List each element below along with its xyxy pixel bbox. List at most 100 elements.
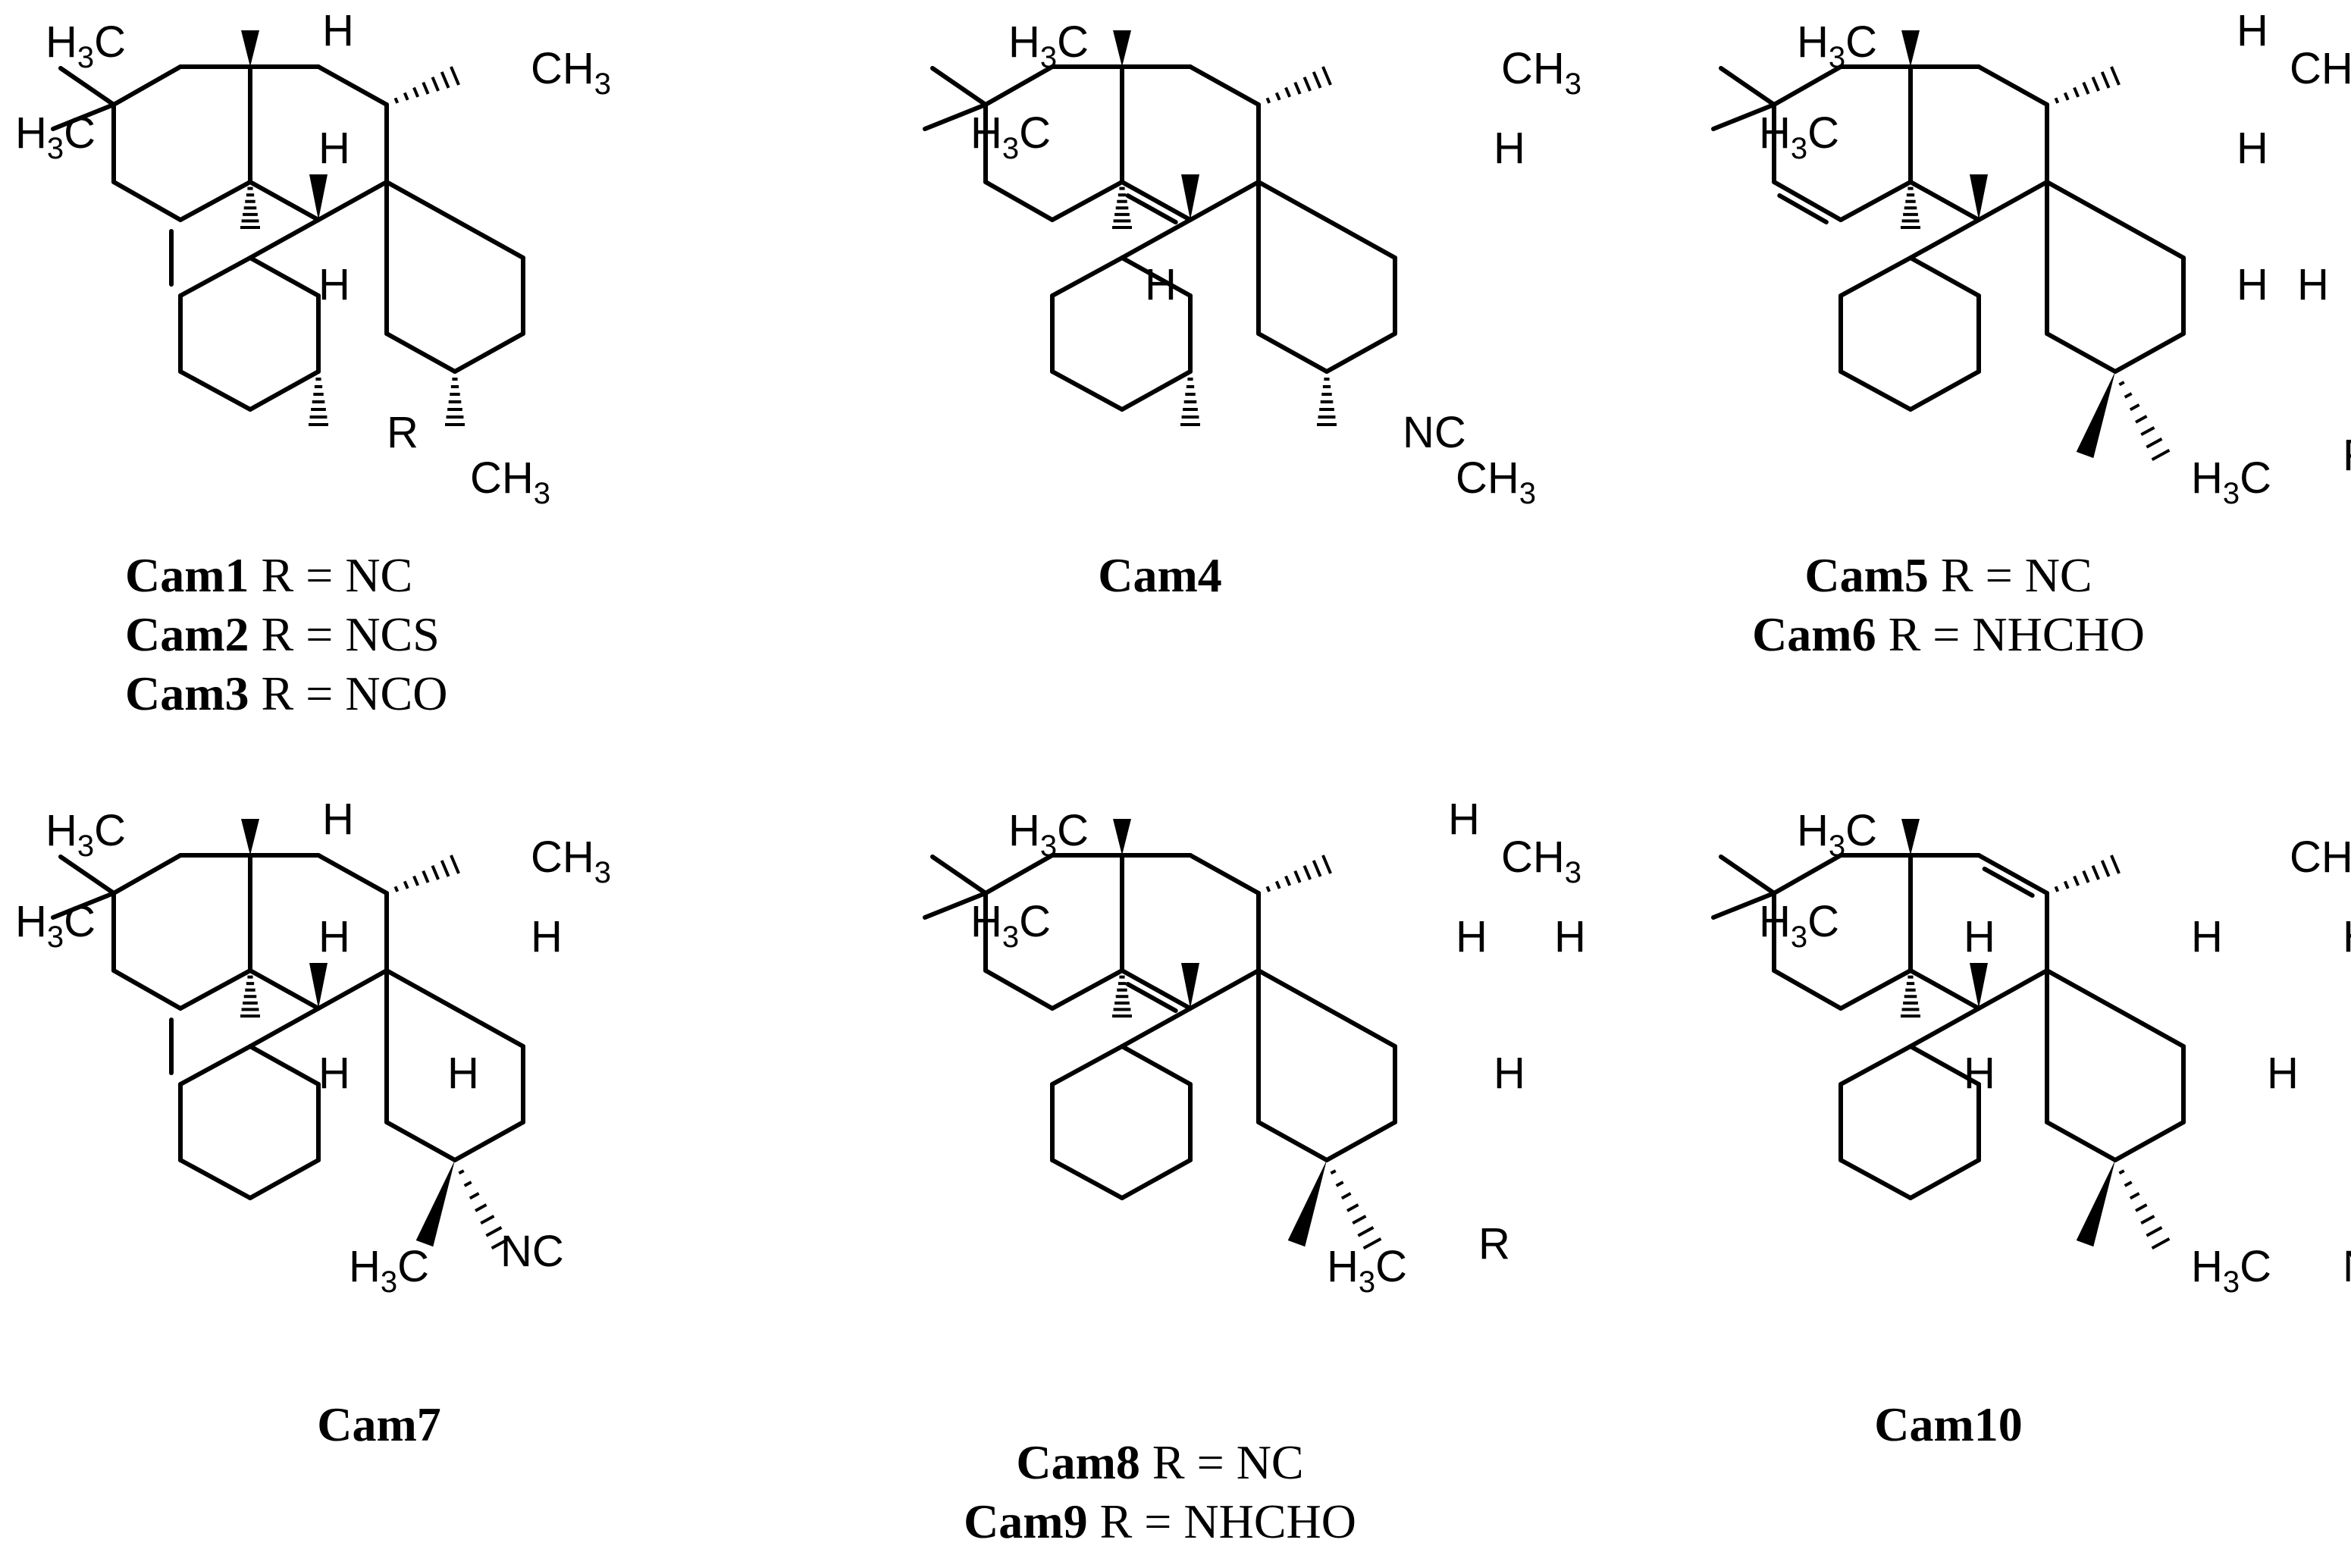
atom-label: NC — [1403, 408, 1466, 457]
stereo-wedge — [1181, 174, 1199, 220]
bond-line — [2113, 1120, 2186, 1162]
r-group-label: R — [2343, 431, 2351, 480]
bond-line — [1256, 331, 1329, 374]
stereo-wedge — [1181, 963, 1199, 1008]
methyl-bond — [1719, 66, 1776, 107]
hydrogen-label: H — [1964, 1049, 1995, 1098]
methyl-bond — [51, 102, 116, 131]
bond-line — [248, 1006, 321, 1049]
atom-label: H3C — [970, 897, 1051, 954]
caption-line: Cam1 R = NC — [125, 546, 758, 605]
atom-label: H3C — [15, 108, 96, 165]
bond-line — [1050, 180, 1124, 222]
stereo-hash — [240, 975, 260, 1018]
bond-line — [1976, 180, 2049, 222]
methyl-bond — [58, 66, 116, 107]
compound-name: Cam1 — [125, 548, 249, 602]
methyl-bond — [1711, 891, 1776, 920]
bond-line — [1908, 369, 1981, 412]
atom-label: CH3 — [470, 453, 550, 510]
bond-line — [384, 968, 457, 1011]
bond-line — [248, 180, 321, 222]
hydrogen-label: H — [2237, 6, 2268, 55]
bond-line — [1324, 1006, 1397, 1049]
hydrogen-label: H — [1554, 912, 1586, 961]
methyl-wedge — [415, 1160, 455, 1247]
r-group-label: R — [1478, 1219, 1510, 1269]
stereo-wedge — [309, 174, 328, 220]
hydrogen-label: H — [531, 912, 563, 961]
bond-line — [111, 180, 183, 222]
ring-skeleton: H3CH3CCH3HHHHHH3CR — [1711, 6, 2351, 510]
bond-line — [1838, 968, 1913, 1011]
isocyano-hash — [1180, 378, 1200, 426]
r-group-definition: R = NHCHO — [1876, 607, 2145, 661]
compound-name: Cam8 — [1016, 1435, 1140, 1489]
bond-line — [1908, 968, 1981, 1011]
stereo-hash — [240, 187, 260, 229]
bond-line — [248, 256, 321, 298]
bond-line — [384, 1120, 457, 1162]
methyl-hash-bond — [393, 66, 460, 104]
bond-line — [1908, 1044, 1981, 1087]
methyl-bond — [58, 855, 116, 895]
caption-line: Cam2 R = NCS — [125, 605, 758, 664]
bond-line — [316, 64, 389, 107]
hydrogen-label: H — [322, 795, 354, 844]
atom-label: CH3 — [1456, 453, 1536, 510]
bond-line — [1120, 256, 1193, 298]
methyl-hash-bond — [393, 855, 460, 892]
bond-line — [1120, 1044, 1193, 1087]
bond-line — [2045, 1120, 2117, 1162]
bond-line — [1188, 64, 1261, 107]
r-group-definition: R = NHCHO — [1087, 1494, 1356, 1548]
bond-line — [1908, 1006, 1981, 1049]
bond-line — [453, 1006, 525, 1049]
methyl-bond — [1711, 102, 1776, 131]
methyl-wedge — [2076, 1160, 2115, 1247]
bond-line — [111, 853, 183, 895]
compound-caption: Cam10 — [1569, 1395, 2327, 1454]
bond-line — [316, 853, 389, 895]
bond-line — [1908, 218, 1981, 260]
bond-line — [178, 256, 252, 298]
bond-line — [111, 64, 183, 107]
bond-line — [1120, 1006, 1193, 1049]
hydrogen-label: H — [2297, 260, 2329, 309]
stereo-wedge — [241, 30, 259, 67]
atom-label: H3C — [2191, 453, 2271, 510]
stereo-wedge — [1970, 963, 1988, 1008]
bond-line — [1050, 369, 1124, 412]
atom-label: H3C — [1797, 17, 1877, 74]
bond-line — [1976, 64, 2049, 107]
structure-diagram: H3CH3CCH3HHHHHH3CR — [1711, 6, 2351, 510]
hydrogen-label: H — [318, 260, 350, 309]
caption-line: Cam3 R = NCO — [125, 664, 758, 723]
bond-line — [316, 968, 389, 1011]
compound-caption: Cam4 — [781, 546, 1539, 605]
compound-caption: Cam7 — [0, 1395, 758, 1454]
atom-label: NC — [500, 1227, 564, 1276]
compound-name: Cam4 — [1098, 548, 1222, 602]
bond-line — [1772, 853, 1843, 895]
methyl-hash-bond — [1317, 378, 1337, 426]
compound-name: Cam7 — [317, 1397, 441, 1451]
methyl-bond — [923, 102, 988, 131]
stereo-hash — [1901, 975, 1920, 1018]
bond-line — [178, 369, 252, 412]
stereo-wedge — [1970, 174, 1988, 220]
atom-label: CH3 — [531, 833, 611, 889]
substituent-hash — [2118, 1169, 2171, 1250]
atom-label: H3C — [349, 1242, 429, 1299]
